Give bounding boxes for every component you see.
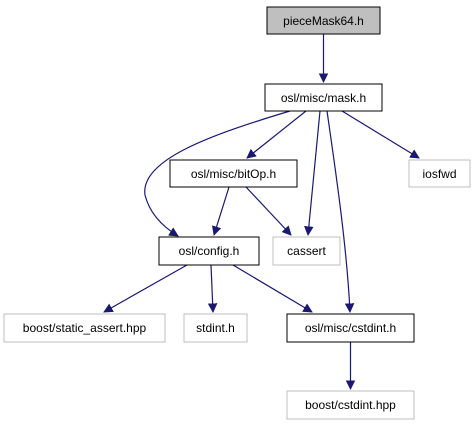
node-piecemask64-h[interactable]: pieceMask64.h	[266, 6, 381, 35]
node-box	[264, 83, 383, 112]
node-box	[272, 236, 341, 266]
node-osl-misc-mask-h[interactable]: osl/misc/mask.h	[264, 83, 383, 112]
node-boost-cstdint-hpp[interactable]: boost/cstdint.hpp	[286, 390, 415, 420]
edge-mask-to-cstdint	[326, 110, 355, 313]
node-box	[266, 6, 381, 35]
edge-mask-to-config	[144, 110, 291, 237]
node-box	[286, 390, 415, 420]
edge-mask-to-iosfwd	[341, 110, 420, 159]
node-label: iosfwd	[422, 167, 456, 181]
node-label: osl/misc/bitOp.h	[191, 167, 276, 181]
node-label: cassert	[287, 244, 326, 258]
node-osl-misc-bitop-h[interactable]: osl/misc/bitOp.h	[169, 159, 298, 188]
node-stdint-h[interactable]: stdint.h	[183, 313, 248, 343]
node-iosfwd[interactable]: iosfwd	[408, 159, 471, 188]
edge-config-to-staticassert	[103, 264, 188, 313]
edges-layer	[103, 34, 420, 390]
edge-bitop-to-config	[211, 186, 230, 236]
edge-mask-to-bitop	[246, 110, 307, 159]
edge-bitop-to-cassert	[245, 186, 292, 236]
edge-config-to-stdint	[207, 264, 218, 313]
node-box	[286, 313, 415, 343]
node-label: pieceMask64.h	[283, 14, 364, 28]
node-label: osl/config.h	[179, 244, 240, 258]
node-label: stdint.h	[196, 321, 235, 335]
node-label: boost/cstdint.hpp	[305, 398, 396, 412]
edge-mask-to-cassert	[304, 110, 321, 236]
node-osl-config-h[interactable]: osl/config.h	[158, 236, 260, 266]
node-box	[158, 236, 260, 266]
node-boost-static-assert-hpp[interactable]: boost/static_assert.hpp	[3, 313, 166, 343]
node-box	[183, 313, 248, 343]
node-label: osl/misc/mask.h	[281, 91, 366, 105]
node-box	[169, 159, 298, 188]
node-label: boost/static_assert.hpp	[23, 321, 147, 335]
node-label: osl/misc/cstdint.h	[305, 321, 396, 335]
node-cassert[interactable]: cassert	[272, 236, 341, 266]
node-box	[3, 313, 166, 343]
node-osl-misc-cstdint-h[interactable]: osl/misc/cstdint.h	[286, 313, 415, 343]
edge-config-to-cstdint	[232, 264, 313, 313]
node-box	[408, 159, 471, 188]
